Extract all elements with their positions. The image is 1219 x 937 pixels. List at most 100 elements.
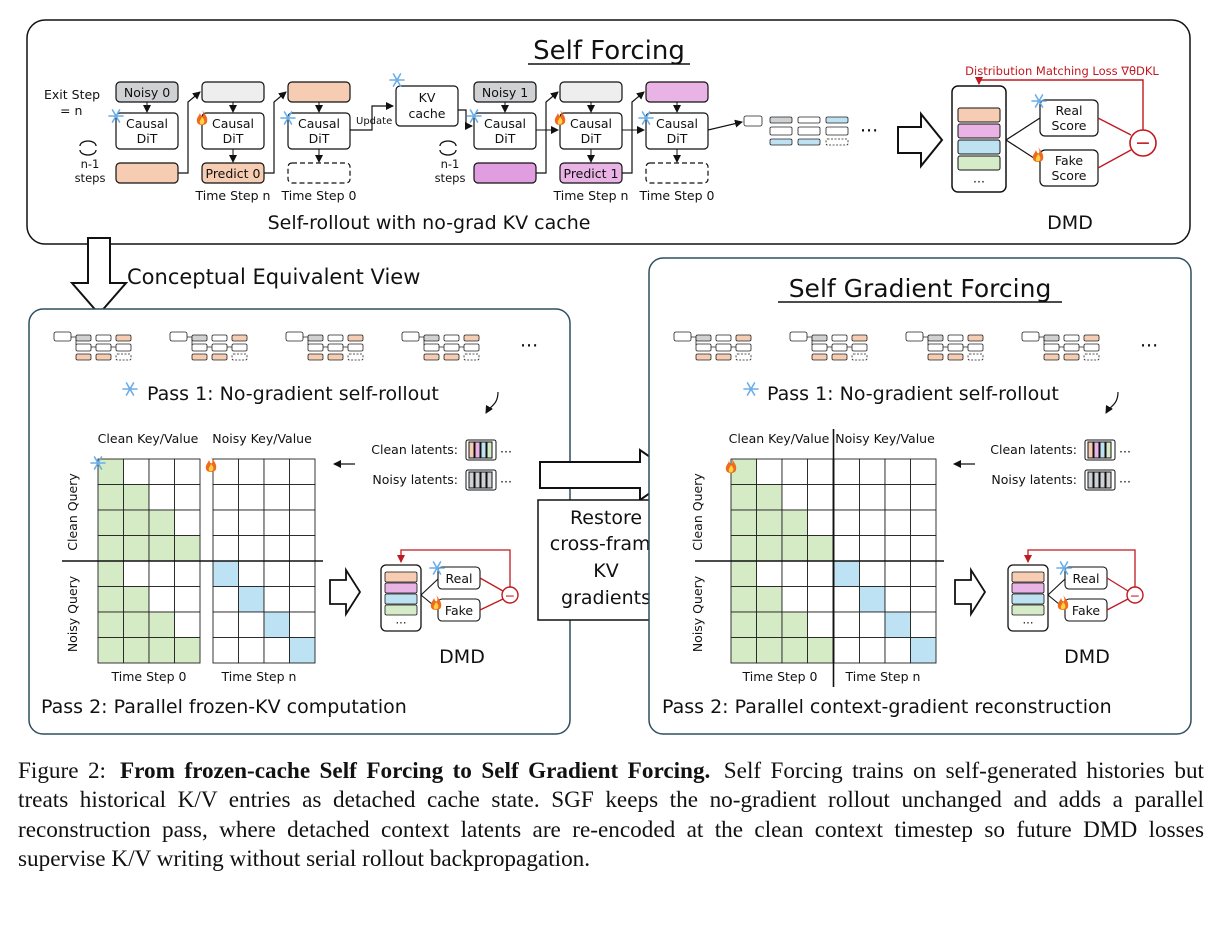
dmd-label: DMD xyxy=(1064,646,1110,668)
attention-cell xyxy=(756,458,783,485)
attention-cell xyxy=(833,560,860,587)
dmd-latent-stack: ··· xyxy=(1007,564,1049,632)
n-minus-1-label: n-1 xyxy=(81,157,100,171)
ellipsis: ··· xyxy=(860,120,878,142)
noisy-kv-label: Noisy Key/Value xyxy=(835,431,935,446)
causal-dit-label: DiT xyxy=(581,131,602,146)
noisy-latents-icon xyxy=(465,469,497,491)
attention-cell xyxy=(289,560,316,587)
attention-cell xyxy=(123,611,150,638)
attention-cell xyxy=(859,509,886,536)
attention-cell xyxy=(781,637,808,664)
noisy-latents-icon xyxy=(1084,469,1116,491)
attention-cell xyxy=(238,560,265,587)
clean-query-label: Clean Query xyxy=(690,473,705,551)
svg-text:n-1: n-1 xyxy=(441,157,460,171)
attention-cell xyxy=(807,484,834,511)
update-label: Update xyxy=(356,116,392,127)
attention-cell xyxy=(238,458,265,485)
attention-cell xyxy=(756,484,783,511)
noisy-query-label: Noisy Query xyxy=(65,575,80,652)
attention-cell xyxy=(238,611,265,638)
attention-cell xyxy=(730,637,757,664)
predict-1-label: Predict 1 xyxy=(564,166,619,181)
causal-dit-label: Causal xyxy=(656,116,698,131)
attention-cell xyxy=(148,484,175,511)
svg-text:···: ··· xyxy=(1119,474,1131,489)
attention-cell xyxy=(756,611,783,638)
noisy-kv-label: Noisy Key/Value xyxy=(212,431,312,446)
svg-text:···: ··· xyxy=(500,444,512,459)
attention-cell xyxy=(807,458,834,485)
tsn-label: Time Step n xyxy=(845,669,921,684)
attention-cell xyxy=(97,484,124,511)
attention-cell xyxy=(781,611,808,638)
attention-cell xyxy=(263,637,290,664)
attention-cell xyxy=(212,535,239,562)
attention-cell xyxy=(148,535,175,562)
attention-cell xyxy=(289,611,316,638)
attention-cell xyxy=(910,458,937,485)
kv-cache-label: KV xyxy=(419,90,436,105)
noisy-0-label: Noisy 0 xyxy=(124,85,170,100)
attention-cell xyxy=(781,509,808,536)
dmd-latent-stack: ··· xyxy=(951,85,1007,193)
attention-cell xyxy=(730,560,757,587)
frozen-kv-panel: ··· Pass 1: No-gradient self-rollout Cle… xyxy=(28,308,571,735)
attention-cell xyxy=(174,458,201,485)
ts0-label: Time Step 0 xyxy=(742,669,818,684)
attention-grid xyxy=(62,458,323,664)
fake-score-label: Fake xyxy=(1055,153,1083,168)
pass2-label: Pass 2: Parallel frozen-KV computation xyxy=(41,696,407,718)
hollow-arrow xyxy=(897,111,944,169)
attention-cell xyxy=(263,586,290,613)
caption-title: From frozen-cache Self Forcing to Self G… xyxy=(120,758,711,784)
attention-cell xyxy=(97,535,124,562)
time-step-n-label: Time Step n xyxy=(195,188,271,203)
attention-cell xyxy=(910,637,937,664)
attention-cell xyxy=(174,586,201,613)
attention-cell xyxy=(97,560,124,587)
restore-line4: gradients xyxy=(561,587,651,609)
attention-cell xyxy=(289,637,316,664)
svg-text:···: ··· xyxy=(973,174,985,189)
attention-cell xyxy=(123,586,150,613)
attention-cell xyxy=(833,535,860,562)
attention-cell xyxy=(212,637,239,664)
restore-line2: cross-frame xyxy=(550,533,662,555)
exit-step-label: Exit Step xyxy=(44,87,100,102)
attention-cell xyxy=(730,484,757,511)
self-forcing-panel: Self Forcing Exit Step = n Noisy 0 Causa… xyxy=(26,19,1191,245)
noisy-query-label: Noisy Query xyxy=(690,575,705,652)
attention-cell xyxy=(859,535,886,562)
clean-query-label: Clean Query xyxy=(65,473,80,551)
clean-latents-label: Clean latents: xyxy=(990,442,1077,457)
attention-cell xyxy=(859,586,886,613)
sgf-title: Self Gradient Forcing xyxy=(789,274,1052,303)
conceptual-view-label: Conceptual Equivalent View xyxy=(127,265,420,289)
attention-cell xyxy=(212,560,239,587)
attention-cell xyxy=(756,637,783,664)
attention-cell xyxy=(238,484,265,511)
attention-cell xyxy=(781,560,808,587)
attention-cell xyxy=(238,509,265,536)
svg-text:···: ··· xyxy=(520,335,538,357)
attention-cell xyxy=(97,611,124,638)
attention-cell xyxy=(781,586,808,613)
clean-latents-icon xyxy=(465,439,497,461)
attention-cell xyxy=(263,560,290,587)
clean-kv-label: Clean Key/Value xyxy=(98,431,199,446)
attention-cell xyxy=(289,509,316,536)
fake-label: Fake xyxy=(1072,603,1100,618)
attention-cell xyxy=(807,586,834,613)
attention-cell xyxy=(289,484,316,511)
attention-cell xyxy=(123,484,150,511)
time-step-0-label: Time Step 0 xyxy=(281,188,357,203)
attention-cell xyxy=(756,535,783,562)
dmd-latent-stack: ··· xyxy=(380,564,422,632)
attention-cell xyxy=(212,586,239,613)
attention-cell xyxy=(730,509,757,536)
fake-score-label: Score xyxy=(1051,168,1086,183)
distribution-loss-label: Distribution Matching Loss ∇θDKL xyxy=(965,64,1159,78)
causal-dit-label: DiT xyxy=(137,131,158,146)
